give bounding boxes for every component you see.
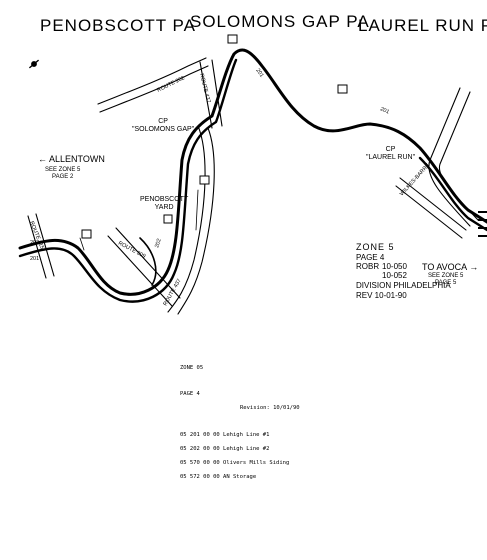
zone-info-block: ZONE 5 PAGE 4 ROBR 10-050 10-052 DIVISIO… xyxy=(356,242,451,300)
doc-zone: ZONE 05 xyxy=(180,365,204,371)
avoca-reference: SEE ZONE 5 PAGE 5 xyxy=(428,273,464,286)
left-arrow-icon: ← xyxy=(38,154,50,164)
right-arrow-icon: → xyxy=(466,262,479,272)
header-penobscott: PENOBSCOTT PA xyxy=(40,16,196,35)
zone-page: PAGE 4 xyxy=(356,252,385,262)
route-309-road xyxy=(107,235,173,307)
left-road xyxy=(27,215,47,279)
track-number-202-left: 202 xyxy=(30,240,39,246)
doc-entry-4: 05 572 00 00 AN Storage xyxy=(180,474,257,480)
track-number-201-left: 201 xyxy=(30,256,39,262)
route-202-road xyxy=(97,57,207,105)
lehigh-line-2-track xyxy=(18,58,487,303)
zone-number: ZONE 5 xyxy=(356,242,395,252)
track-number-201-right: 201 xyxy=(379,106,390,115)
to-avoca-label: TO AVOCA → xyxy=(422,262,479,272)
header-solomons-gap: SOLOMONS GAP PA xyxy=(190,12,370,31)
zone-robr: ROBR 10-050 10-052 xyxy=(356,262,407,280)
cp-laurel-run-label: CP "LAUREL RUN" xyxy=(366,146,416,161)
milepost-box-4 xyxy=(81,229,92,239)
milepost-box-1 xyxy=(227,34,238,44)
allentown-label: ← ALLENTOWN xyxy=(38,154,105,164)
penobscott-yard-label: PENOBSCOTT YARD xyxy=(140,196,189,211)
doc-entry-1: 05 201 00 00 Lehigh Line #1 xyxy=(180,432,270,438)
zone-division: DIVISION PHILADELPHIA xyxy=(356,281,451,290)
cp-solomons-gap-label: CP "SOLOMONS GAP" xyxy=(132,118,195,133)
route-label-wilkes-barre: WILKES-BARRE xyxy=(399,162,431,197)
zone-revision: REV 10-01-90 xyxy=(356,290,407,300)
doc-entry-2: 05 202 00 00 Lehigh Line #2 xyxy=(180,446,270,452)
allentown-reference: SEE ZONE 5 PAGE 2 xyxy=(45,167,81,180)
wilkes-barre-road xyxy=(428,87,471,227)
route-437-upper-road xyxy=(199,61,213,129)
milepost-box-2 xyxy=(337,84,348,94)
compass-rose-icon xyxy=(28,59,40,69)
route-label-437-upper: ROUTE 437 xyxy=(198,73,211,104)
track-number-201-top: 201 xyxy=(254,68,264,79)
doc-revision: Revision: 10/01/90 xyxy=(240,405,300,411)
track-number-202-mid: 202 xyxy=(154,238,163,249)
lehigh-line-1-track xyxy=(18,48,487,296)
milepost-box-5 xyxy=(163,214,173,224)
header-laurel-run: LAUREL RUN PA xyxy=(358,16,487,35)
milepost-box-3 xyxy=(199,175,210,185)
doc-page: PAGE 4 xyxy=(180,391,200,397)
route-437-lower-road xyxy=(167,125,206,313)
doc-entry-3: 05 570 00 00 Olivers Mills Siding xyxy=(180,460,290,466)
siding-track xyxy=(139,237,157,286)
